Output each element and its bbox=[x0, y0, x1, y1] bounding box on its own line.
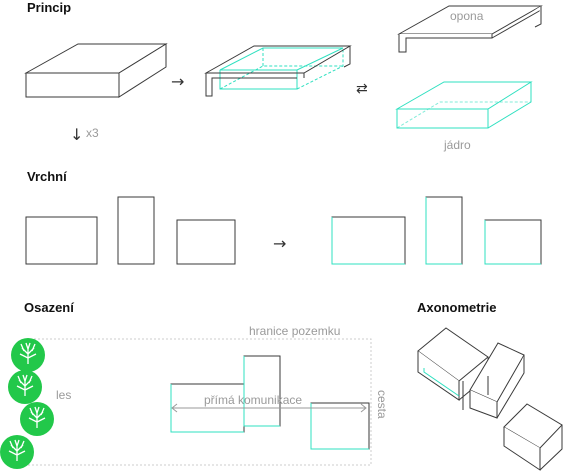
tree-icon bbox=[0, 434, 35, 470]
plan-rect-2 bbox=[117, 196, 155, 265]
princip-block-split bbox=[204, 45, 352, 97]
section-title-princip: Princip bbox=[27, 0, 71, 15]
axonometric-view bbox=[417, 327, 563, 471]
section-title-vrchni: Vrchní bbox=[27, 169, 67, 184]
plot-boundary bbox=[26, 338, 372, 466]
tree-icon bbox=[7, 369, 43, 405]
direct-path-line bbox=[171, 403, 367, 413]
arrow-right-icon: → bbox=[273, 234, 286, 253]
site-buildings bbox=[170, 355, 370, 450]
plan-original bbox=[25, 196, 236, 265]
label-times: x3 bbox=[86, 126, 99, 140]
tree-icon bbox=[10, 337, 46, 373]
section-title-osazeni: Osazení bbox=[24, 300, 74, 315]
label-hranice: hranice pozemku bbox=[249, 324, 340, 338]
tree-icon bbox=[19, 401, 55, 437]
opona-shell bbox=[397, 5, 543, 53]
forest-trees bbox=[0, 337, 55, 470]
arrow-right-icon: → bbox=[171, 72, 184, 91]
section-title-axonometrie: Axonometrie bbox=[417, 300, 496, 315]
plan-rect-3 bbox=[176, 219, 236, 265]
arrow-down-icon: ↓ bbox=[70, 125, 83, 144]
label-komunikace: přímá komunikace bbox=[204, 393, 302, 407]
label-jadro: jádro bbox=[443, 138, 471, 152]
label-les: les bbox=[56, 388, 71, 402]
label-cesta: cesta bbox=[375, 390, 389, 419]
split-arrows-icon: ⇄ bbox=[356, 81, 368, 97]
plan-cores bbox=[331, 196, 542, 265]
label-opona: opona bbox=[450, 9, 484, 23]
jadro-core bbox=[395, 81, 533, 129]
princip-block bbox=[24, 43, 168, 98]
plan-rect-1 bbox=[25, 216, 98, 265]
